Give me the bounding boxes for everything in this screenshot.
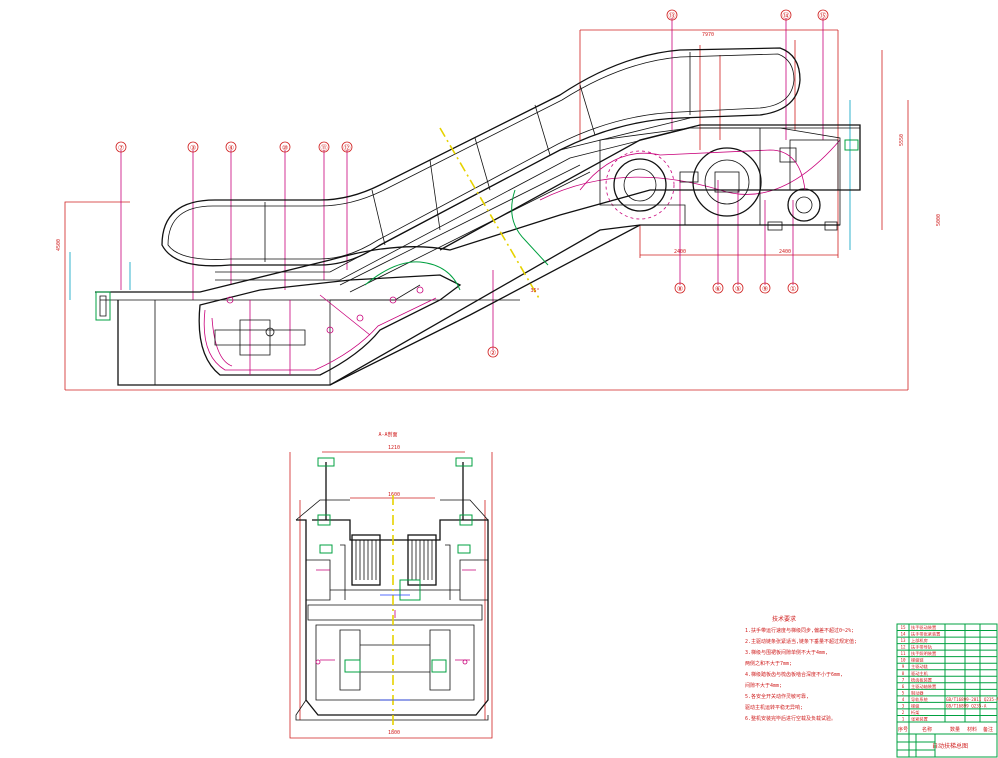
tb-row-name: 制动器 [911, 689, 924, 696]
note-line-9: 6.整机安装完毕后进行空载及负载试验。 [745, 715, 836, 722]
lower-station [198, 261, 462, 376]
callout-12: ⑫ [344, 144, 351, 152]
dim-bottom-width-top: 1210 [388, 445, 400, 451]
cross-section-view: A-A剖面 1210 1600 1800 [289, 431, 493, 739]
note-line-8: 驱动主机运转平稳无异响; [745, 704, 803, 711]
tb-row-name: 导轨系统 [911, 696, 928, 703]
tb-row-name: 主驱动轴装置 [911, 683, 936, 690]
tb-row-no: 1 [902, 717, 905, 722]
tb-row-no: 5 [902, 690, 905, 695]
dim-upper-length: 2400 [779, 249, 791, 255]
dim-rise: 5000 [936, 214, 942, 226]
callout-10: ⑩ [282, 144, 288, 152]
tb-row-no: 7 [902, 677, 905, 682]
callout-7: ⑦ [118, 144, 124, 152]
dim-top-overall: 7970 [702, 32, 714, 38]
tb-row-no: 12 [900, 645, 906, 650]
tb-row-name: 扶手带导轨 [911, 644, 933, 651]
note-line-6: 间隙不大于4mm; [745, 682, 782, 689]
tb-row-no: 13 [900, 638, 906, 643]
callout-1: ① [790, 285, 796, 293]
note-line-5: 4.梯级踏板齿与梳齿板啮合深度不小于6mm, [745, 671, 843, 678]
section-label: A-A剖面 [378, 431, 397, 438]
upper-station [511, 127, 860, 266]
tb-row-no: 3 [902, 703, 905, 708]
callout-11: ⑪ [321, 144, 328, 152]
tb-row-spec: GB/T16899-2011 Q235-A [946, 697, 998, 702]
tb-row-name: 梳齿板装置 [911, 676, 932, 683]
centerline [439, 127, 541, 301]
escalator-elevation-view: ⑦ ③ ④ ⑩ ⑪ ⑫ ⑬ ⑭ ⑮ ⑧ ⑥ ⑤ ⑨ ① ② [56, 9, 942, 391]
tb-header-material: 材料 [967, 726, 977, 733]
callouts-upper: ⑦ ③ ④ ⑩ ⑪ ⑫ [115, 141, 353, 153]
dim-height-left: 4500 [56, 239, 62, 251]
dim-height-right: 5550 [899, 134, 905, 146]
note-line-2: 2.主驱动链条张紧适当,链条下垂量不超过规定值; [745, 638, 857, 645]
tb-header-no: 序号 [898, 726, 908, 733]
tb-row-no: 2 [902, 710, 905, 715]
tb-row-no: 6 [902, 684, 905, 689]
tb-row-no: 15 [900, 625, 906, 630]
tb-row-no: 11 [900, 651, 906, 656]
callout-14: ⑭ [783, 12, 790, 20]
tb-row-no: 8 [902, 671, 905, 676]
callouts-right: ⑧ ⑥ ⑤ ⑨ ① [674, 282, 799, 294]
technical-notes: 技术要求 1.扶手带运行速度与梯级同步,偏差不超过0~2%; 2.主驱动链条张紧… [745, 615, 857, 722]
tb-row-name: 扶手驱动装置 [911, 624, 936, 631]
tb-row-no: 4 [902, 697, 905, 702]
tb-row-no: 10 [900, 658, 906, 663]
callout-15: ⑮ [820, 12, 827, 20]
tb-header-qty: 数量 [950, 726, 960, 733]
tb-row-name: 上部机房 [911, 637, 928, 644]
dim-angle: 35° [530, 288, 539, 294]
callout-8: ⑧ [677, 285, 683, 293]
notes-heading: 技术要求 [772, 615, 796, 623]
note-line-3: 3.梯级与围裙板间隙单侧不大于4mm, [745, 649, 828, 656]
drawing-name: 自动扶梯总图 [932, 742, 968, 750]
tb-row-name: 主驱动链 [911, 663, 929, 670]
tb-row-name: 张紧装置 [911, 716, 928, 723]
tb-row-spec: GB/T16899 Q235-A [946, 703, 987, 708]
tb-row-name: 扶手照明装置 [911, 650, 936, 657]
note-line-1: 1.扶手带运行速度与梯级同步,偏差不超过0~2%; [745, 627, 854, 634]
tb-header-remark: 备注 [983, 726, 993, 733]
callout-5: ⑤ [735, 285, 741, 293]
callout-4: ④ [228, 144, 234, 152]
dim-lower-length: 2400 [674, 249, 686, 255]
tb-row-name: 扶手带张紧装置 [911, 631, 940, 638]
dim-bottom-inner: 1600 [388, 492, 400, 498]
callout-13: ⑬ [669, 12, 676, 20]
note-line-7: 5.各安全开关动作灵敏可靠, [745, 693, 809, 700]
tb-header-name: 名称 [922, 726, 932, 733]
callout-9: ⑨ [762, 285, 768, 293]
tb-row-name: 梯级 [911, 702, 920, 709]
tb-row-no: 14 [900, 632, 906, 637]
callouts-top: ⑬ ⑭ ⑮ [666, 9, 829, 21]
tb-row-name: 驱动主机 [911, 670, 929, 677]
dim-bottom-overall: 1800 [388, 730, 400, 736]
tb-row-name: 桁架 [911, 709, 919, 716]
callout-6: ⑥ [715, 285, 721, 293]
note-line-4: 两侧之和不大于7mm; [745, 660, 792, 667]
callout-3: ③ [190, 144, 196, 152]
tb-row-name: 梯级链 [911, 657, 924, 664]
tb-row-no: 9 [902, 664, 905, 669]
callout-2: ② [490, 349, 496, 357]
